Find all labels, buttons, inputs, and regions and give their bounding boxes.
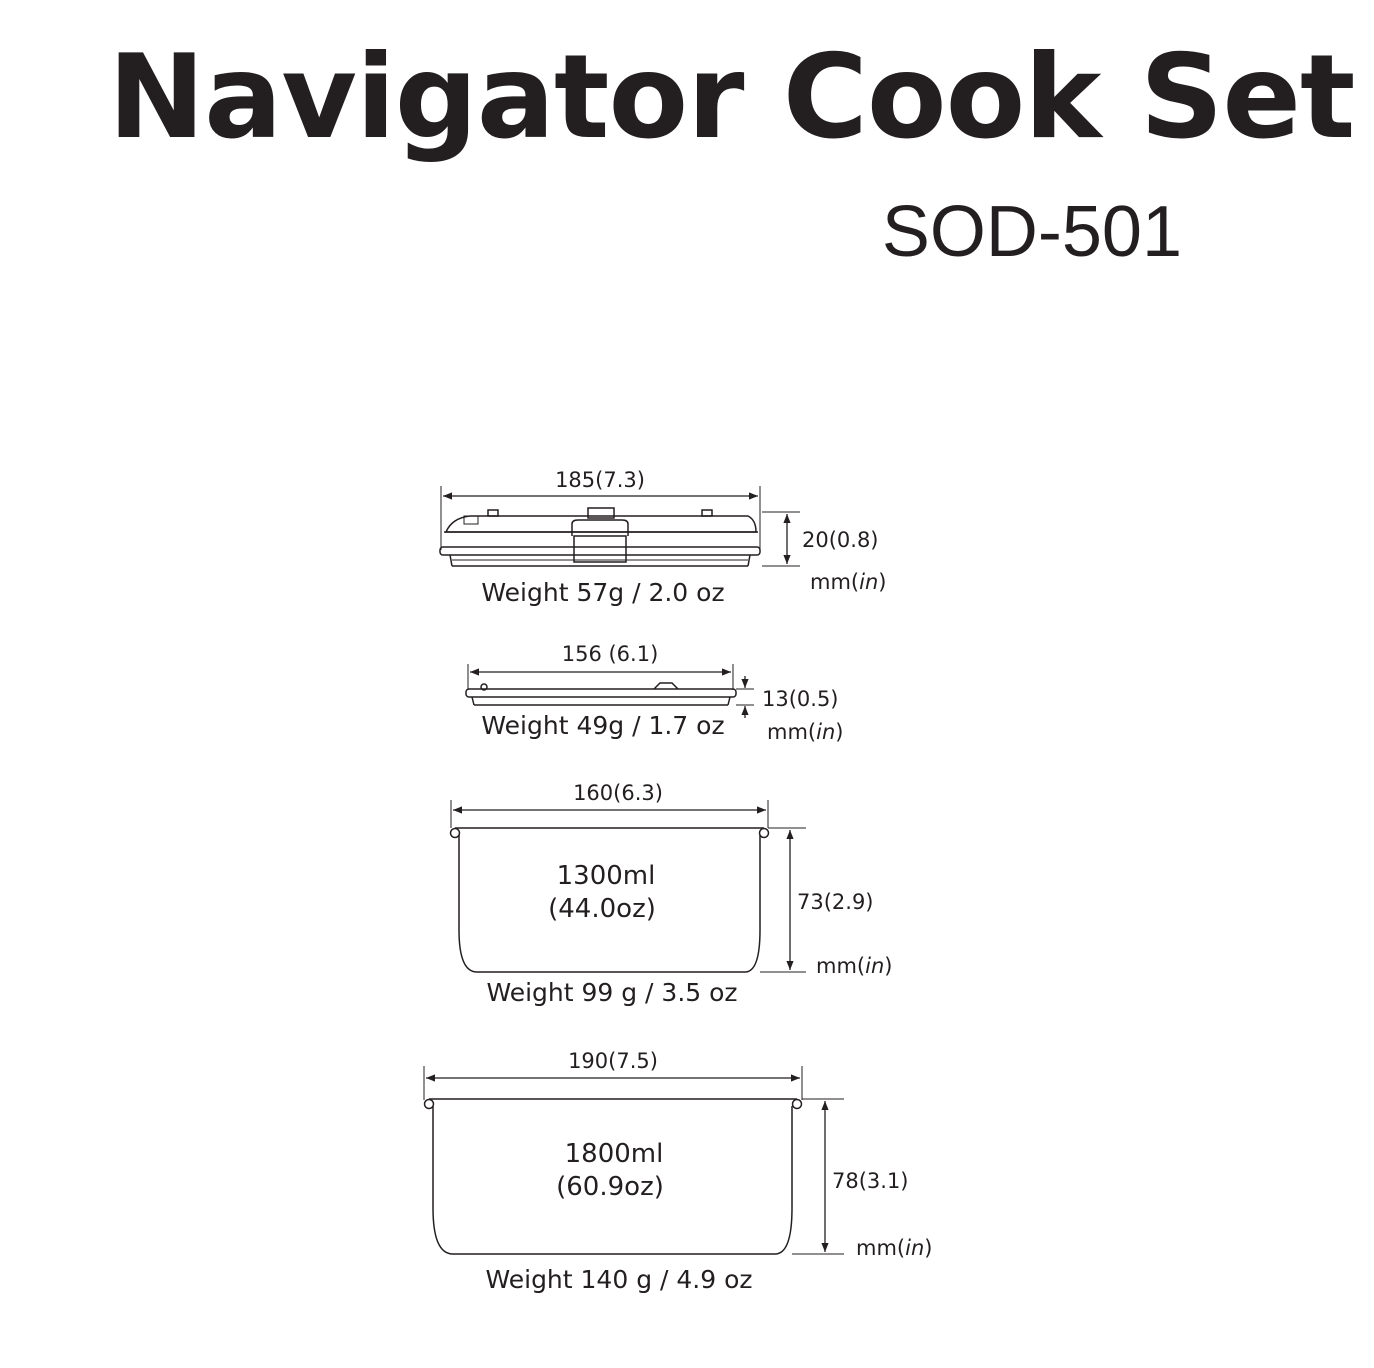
pot-large-height-label: 78(3.1) bbox=[832, 1169, 909, 1193]
pot-large-width-label: 190(7.5) bbox=[568, 1049, 658, 1073]
pot-large-drawing bbox=[423, 1066, 844, 1255]
pot-small-capacity-oz: (44.0oz) bbox=[548, 894, 656, 924]
pot-large-unit-label: mm(in) bbox=[856, 1236, 932, 1260]
lid-large-height-label: 20(0.8) bbox=[802, 528, 879, 552]
pot-small-capacity-ml: 1300ml bbox=[557, 861, 656, 891]
model-number: SOD-501 bbox=[881, 192, 1182, 272]
pot-large-weight-label: Weight 140 g / 4.9 oz bbox=[485, 1265, 752, 1294]
pot-small-unit-label: mm(in) bbox=[816, 954, 892, 978]
lid-large-weight-label: Weight 57g / 2.0 oz bbox=[481, 578, 724, 607]
lid-small-drawing bbox=[465, 664, 754, 718]
lid-large-width-label: 185(7.3) bbox=[555, 468, 645, 492]
pot-small-drawing bbox=[449, 800, 806, 973]
lid-small-weight-label: Weight 49g / 1.7 oz bbox=[481, 711, 724, 740]
lid-small-width-label: 156 (6.1) bbox=[562, 642, 659, 666]
pot-small-height-label: 73(2.9) bbox=[797, 890, 874, 914]
pot-large-capacity-ml: 1800ml bbox=[565, 1139, 664, 1169]
pot-large-capacity-oz: (60.9oz) bbox=[556, 1172, 664, 1202]
lid-large-unit-label: mm(in) bbox=[810, 570, 886, 594]
lid-small-height-label: 13(0.5) bbox=[762, 687, 839, 711]
page-title: Navigator Cook Set bbox=[108, 30, 1356, 165]
pot-small-width-label: 160(6.3) bbox=[573, 781, 663, 805]
lid-small-unit-label: mm(in) bbox=[767, 720, 843, 744]
lid-large-drawing bbox=[439, 486, 800, 567]
pot-small-weight-label: Weight 99 g / 3.5 oz bbox=[486, 978, 737, 1007]
